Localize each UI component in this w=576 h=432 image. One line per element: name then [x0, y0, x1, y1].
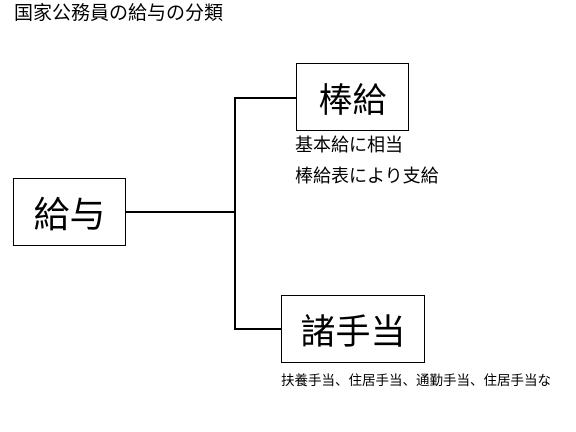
connector-root-horizontal: [126, 211, 235, 213]
branch-node-shoteate: 諸手当: [281, 295, 425, 363]
branch-node-hokyu: 棒給: [296, 63, 409, 131]
connector-branch-shoteate: [234, 328, 281, 330]
hokyu-note-2: 棒給表により支給: [295, 166, 439, 187]
root-node-kyuyo: 給与: [13, 178, 126, 246]
hokyu-note-1: 基本給に相当: [295, 135, 403, 156]
connector-branch-hokyu: [234, 97, 296, 99]
diagram-title: 国家公務員の給与の分類: [14, 2, 224, 24]
connector-vertical-trunk: [234, 97, 236, 330]
shoteate-note: 扶養手当、住居手当、通勤手当、住居手当な: [281, 373, 551, 389]
